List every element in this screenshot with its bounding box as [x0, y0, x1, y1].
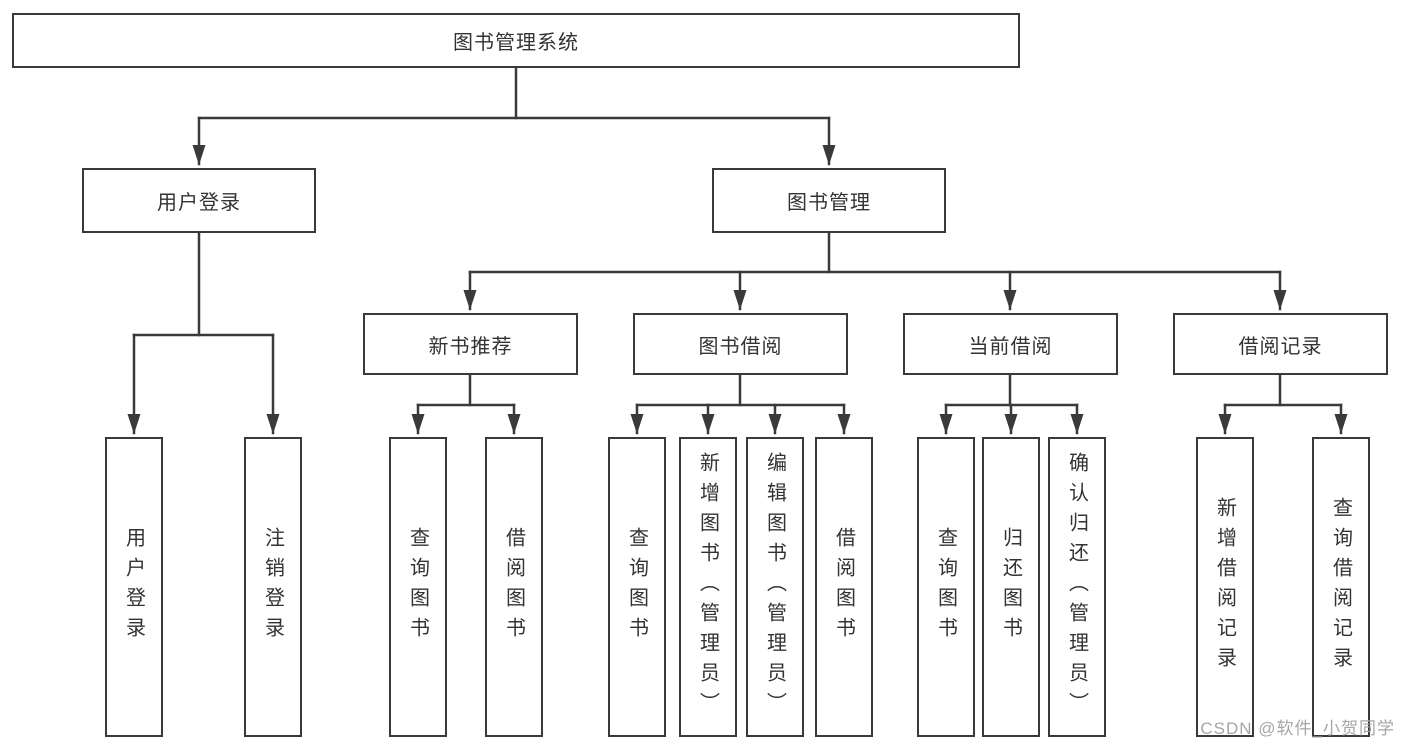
- leaf-return-book-label: 归还图书: [999, 527, 1022, 647]
- node-current-borrow: 当前借阅: [903, 313, 1118, 375]
- node-current-borrow-label: 当前借阅: [968, 335, 1053, 358]
- leaf-user-login: 用户登录: [105, 437, 163, 737]
- node-borrow-records-label: 借阅记录: [1238, 335, 1323, 358]
- leaf-add-book-admin-label: 新增图书（管理员）: [696, 452, 719, 722]
- leaf-query-borrow-record-label: 查询借阅记录: [1329, 497, 1352, 677]
- leaf-add-borrow-record-label: 新增借阅记录: [1213, 497, 1236, 677]
- leaf-query-borrow-record: 查询借阅记录: [1312, 437, 1370, 737]
- node-borrow-records: 借阅记录: [1173, 313, 1388, 375]
- node-book-borrow: 图书借阅: [633, 313, 848, 375]
- leaf-logout-label: 注销登录: [261, 527, 284, 647]
- leaf-borrow-book: 借阅图书: [815, 437, 873, 737]
- leaf-recommend-query-book: 查询图书: [389, 437, 447, 737]
- csdn-watermark: CSDN @软件_小贺同学: [1200, 719, 1395, 738]
- node-new-book-recommend: 新书推荐: [363, 313, 578, 375]
- node-root-system-label: 图书管理系统: [453, 32, 579, 54]
- leaf-edit-book-admin: 编辑图书（管理员）: [746, 437, 804, 737]
- leaf-confirm-return-admin-label: 确认归还（管理员）: [1065, 452, 1088, 722]
- leaf-borrow-query-book: 查询图书: [608, 437, 666, 737]
- leaf-edit-book-admin-label: 编辑图书（管理员）: [763, 452, 786, 722]
- leaf-logout: 注销登录: [244, 437, 302, 737]
- node-root-system: 图书管理系统: [12, 13, 1020, 68]
- node-book-management-branch: 图书管理: [712, 168, 946, 233]
- node-book-management-branch-label: 图书管理: [787, 192, 871, 214]
- node-book-borrow-label: 图书借阅: [698, 335, 783, 358]
- leaf-borrow-query-book-label: 查询图书: [625, 527, 648, 647]
- leaf-recommend-borrow-book: 借阅图书: [485, 437, 543, 737]
- leaf-borrow-book-label: 借阅图书: [832, 527, 855, 647]
- leaf-recommend-borrow-book-label: 借阅图书: [502, 527, 525, 647]
- leaf-current-query-book: 查询图书: [917, 437, 975, 737]
- leaf-add-book-admin: 新增图书（管理员）: [679, 437, 737, 737]
- leaf-return-book: 归还图书: [982, 437, 1040, 737]
- leaf-add-borrow-record: 新增借阅记录: [1196, 437, 1254, 737]
- leaf-user-login-label: 用户登录: [122, 527, 145, 647]
- node-new-book-recommend-label: 新书推荐: [428, 335, 513, 358]
- node-user-login-branch-label: 用户登录: [157, 192, 241, 214]
- leaf-recommend-query-book-label: 查询图书: [406, 527, 429, 647]
- leaf-confirm-return-admin: 确认归还（管理员）: [1048, 437, 1106, 737]
- node-user-login-branch: 用户登录: [82, 168, 316, 233]
- leaf-current-query-book-label: 查询图书: [934, 527, 957, 647]
